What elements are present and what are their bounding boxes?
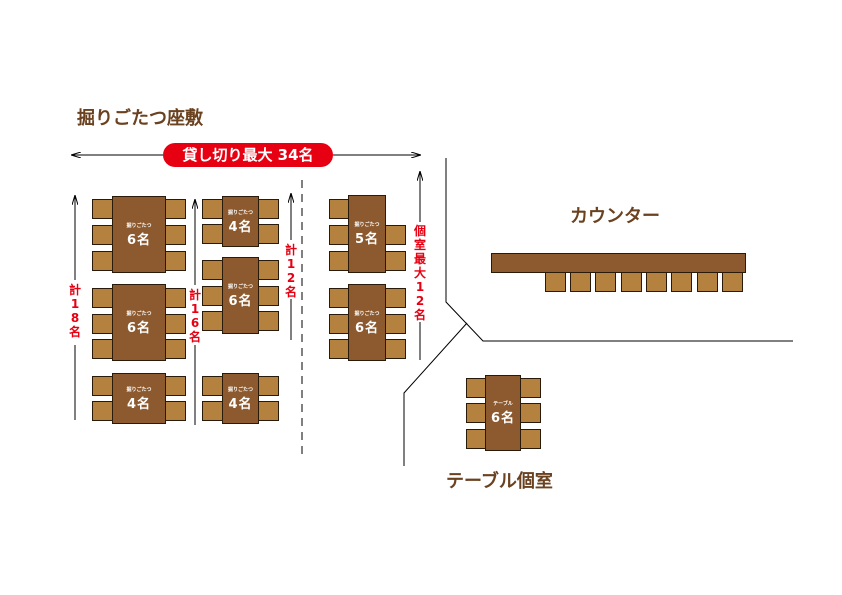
table-capacity: 6名: [354, 320, 380, 336]
table-kind: 掘りごたつ: [227, 386, 253, 393]
table-room-heading: テーブル個室: [446, 471, 553, 492]
table-6[interactable]: 掘りごたつ 4名: [222, 373, 259, 424]
table-9[interactable]: テーブル 6名: [485, 375, 521, 451]
table-3[interactable]: 掘りごたつ 4名: [112, 373, 166, 424]
total-16-label: 計16名: [188, 288, 202, 344]
table-capacity: 4名: [228, 219, 253, 235]
table-7[interactable]: 掘りごたつ 5名: [348, 195, 386, 273]
table-kind: 掘りごたつ: [354, 222, 380, 228]
table-kind: 掘りごたつ: [227, 209, 253, 216]
wall: [445, 158, 793, 342]
table-capacity: 5名: [354, 232, 380, 247]
total-18-label: 計18名: [68, 283, 82, 339]
table-capacity: 4名: [228, 396, 253, 412]
total-12-label: 計12名: [284, 243, 298, 299]
table-kind: テーブル: [493, 401, 513, 407]
table-4[interactable]: 掘りごたつ 4名: [222, 196, 259, 247]
table-capacity: 6名: [228, 293, 253, 309]
table-1[interactable]: 掘りごたつ 6名: [112, 196, 166, 273]
table-capacity: 6名: [126, 232, 152, 248]
table-capacity: 6名: [126, 320, 152, 336]
table-kind: 掘りごたつ: [354, 310, 380, 317]
counter-table: [491, 253, 746, 273]
wall: [403, 322, 468, 466]
table-5[interactable]: 掘りごたつ 6名: [222, 257, 259, 334]
table-2[interactable]: 掘りごたつ 6名: [112, 284, 166, 361]
table-capacity: 4名: [126, 396, 152, 412]
private-12-label: 個室最大12名: [413, 224, 427, 322]
zashiki-heading: 掘りごたつ座敷: [77, 108, 203, 129]
table-kind: 掘りごたつ: [126, 222, 152, 229]
table-8[interactable]: 掘りごたつ 6名: [348, 284, 386, 361]
table-capacity: 6名: [490, 411, 516, 426]
counter-heading: カウンター: [570, 206, 660, 227]
table-kind: 掘りごたつ: [126, 310, 152, 317]
table-kind: 掘りごたつ: [126, 386, 152, 393]
charter-badge: 貸し切り最大 34名: [163, 143, 333, 167]
table-kind: 掘りごたつ: [227, 283, 253, 290]
